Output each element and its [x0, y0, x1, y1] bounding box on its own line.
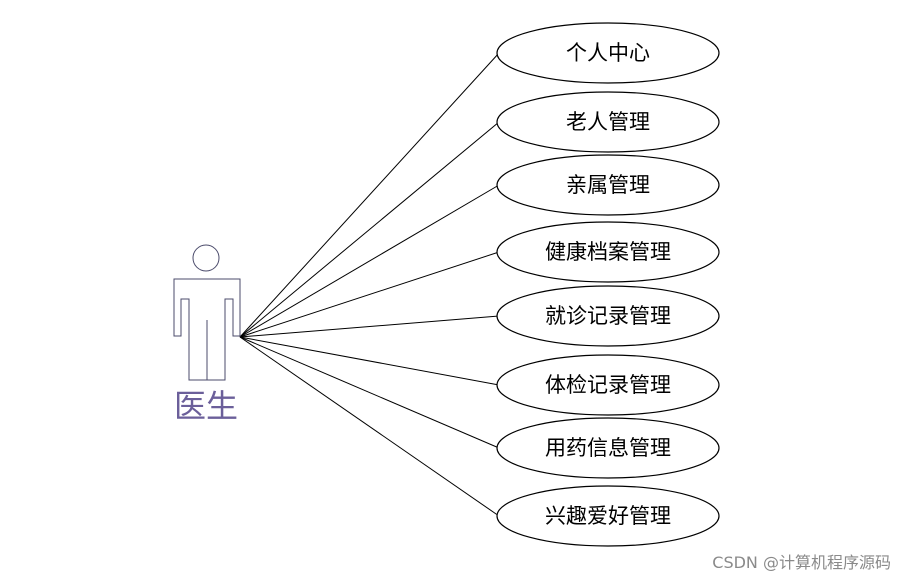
association-line: [239, 315, 500, 338]
association-line: [239, 336, 500, 449]
use-case-ellipse: [496, 22, 720, 84]
use-case: 用药信息管理: [496, 417, 720, 479]
association-line: [239, 336, 500, 517]
actor-doctor: 医生: [173, 244, 241, 425]
use-case: 兴趣爱好管理: [496, 485, 720, 547]
association-lines: [239, 52, 500, 517]
use-case-ellipse: [496, 485, 720, 547]
use-case-group: 个人中心老人管理亲属管理健康档案管理就诊记录管理体检记录管理用药信息管理兴趣爱好…: [496, 22, 720, 547]
use-case: 就诊记录管理: [496, 285, 720, 347]
use-case: 亲属管理: [496, 154, 720, 216]
association-line: [239, 184, 500, 338]
association-line: [239, 251, 500, 338]
use-case-label: 老人管理: [566, 110, 650, 134]
use-case-label: 用药信息管理: [545, 436, 671, 460]
use-case-ellipse: [496, 354, 720, 416]
use-case-ellipse: [496, 285, 720, 347]
use-case-ellipse: [496, 417, 720, 479]
use-case: 老人管理: [496, 91, 720, 153]
stick-figure-actor-icon: [173, 244, 241, 381]
use-case: 健康档案管理: [496, 221, 720, 283]
association-line: [239, 52, 500, 338]
use-case-label: 个人中心: [566, 41, 650, 65]
actor-label: 医生: [174, 387, 238, 425]
use-case-ellipse: [496, 91, 720, 153]
use-case: 个人中心: [496, 22, 720, 84]
use-case-label: 亲属管理: [566, 173, 650, 197]
use-case-ellipse: [496, 154, 720, 216]
use-case-label: 健康档案管理: [545, 240, 671, 264]
use-case: 体检记录管理: [496, 354, 720, 416]
use-case-label: 就诊记录管理: [545, 304, 671, 328]
association-line: [239, 121, 500, 338]
use-case-label: 体检记录管理: [545, 373, 671, 397]
watermark: CSDN @计算机程序源码: [712, 553, 891, 572]
use-case-label: 兴趣爱好管理: [545, 504, 671, 528]
association-line: [239, 336, 500, 386]
use-case-ellipse: [496, 221, 720, 283]
